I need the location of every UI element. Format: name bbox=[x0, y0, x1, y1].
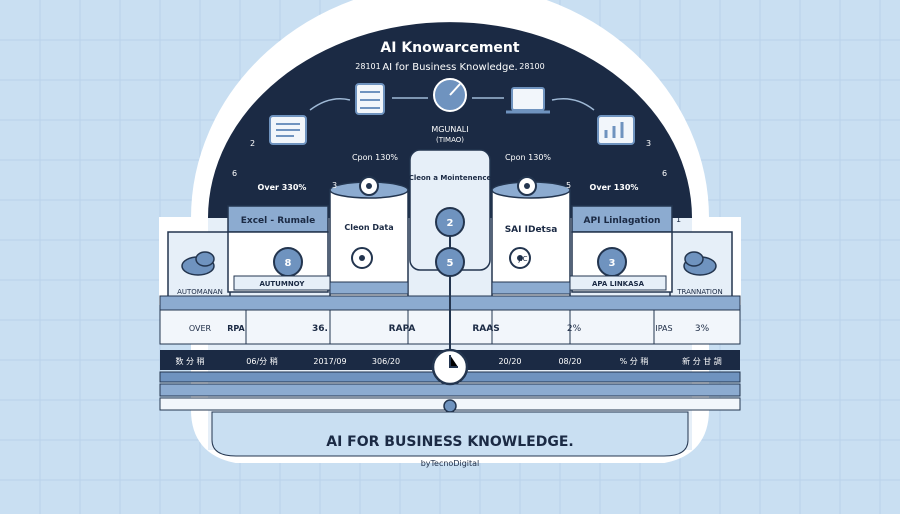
left-center-bar bbox=[329, 281, 409, 295]
right-module-number: 3 bbox=[609, 258, 616, 269]
number-label: 3 bbox=[646, 139, 651, 148]
left-module-title: Excel - Rumale bbox=[241, 216, 315, 226]
footer-byline: byTecnoDigital bbox=[421, 459, 480, 468]
top-caption: MGUNALI bbox=[431, 125, 468, 134]
lock-icon bbox=[443, 399, 457, 413]
timeline-band-2 bbox=[159, 383, 741, 397]
right-title-box bbox=[571, 205, 673, 233]
strip-pct-left: 36. bbox=[312, 324, 328, 334]
gear-icon bbox=[517, 176, 537, 196]
header-tag-right: 28100 bbox=[519, 62, 544, 71]
timeline-item: % 分 稍 bbox=[620, 356, 649, 366]
center-card-label: Cleon a Mointenence bbox=[409, 174, 492, 182]
header-subtitle: AI for Business Knowledge. bbox=[382, 62, 517, 73]
cloud-icon bbox=[683, 251, 717, 276]
monitor-icon bbox=[269, 115, 307, 145]
strip-over: OVER bbox=[189, 324, 212, 333]
left-title-box bbox=[227, 205, 329, 233]
timeline-item: 2017/09 bbox=[313, 357, 346, 366]
right-over: Over 130% bbox=[590, 183, 639, 192]
center-bottom-number: 5 bbox=[447, 258, 454, 269]
strip-dividers bbox=[245, 310, 655, 344]
right-api-title: API Linlagation bbox=[584, 216, 661, 226]
left-inner-label: Cleon Data bbox=[344, 223, 393, 232]
cloud-icon bbox=[181, 251, 215, 276]
center-top-number: 2 bbox=[447, 218, 454, 229]
strip-ipas: IPAS bbox=[655, 324, 672, 333]
gear-icon bbox=[359, 176, 379, 196]
number-label: 5 bbox=[566, 181, 571, 190]
timeline-item: 新 分 甘 調 bbox=[682, 356, 722, 366]
number-label: 2 bbox=[250, 139, 255, 148]
right-sub-label: APA LINKASA bbox=[592, 280, 645, 288]
number-label: 1 bbox=[676, 215, 681, 224]
strip-rpa-left: RPA bbox=[227, 324, 245, 333]
number-label: 6 bbox=[232, 169, 237, 178]
left-percent: Cpon 130% bbox=[352, 153, 398, 162]
left-over: Over 330% bbox=[258, 183, 307, 192]
number-label: 6 bbox=[662, 169, 667, 178]
right-inner-label: JIC bbox=[517, 255, 527, 263]
timeline-item: 08/20 bbox=[558, 357, 581, 366]
right-side-label: TRANNATION bbox=[676, 288, 722, 296]
right-center-bar bbox=[491, 281, 571, 295]
header-title: AI Knowarcement bbox=[380, 40, 519, 56]
footer-title: AI FOR BUSINESS KNOWLEDGE. bbox=[326, 434, 573, 450]
gauge-icon bbox=[433, 78, 467, 112]
dark-dome bbox=[208, 22, 692, 218]
timeline-item: 20/20 bbox=[498, 357, 521, 366]
dome-arrows bbox=[309, 97, 595, 111]
left-side-label: AUTOMANAN bbox=[177, 288, 223, 296]
left-module-number: 8 bbox=[285, 258, 292, 269]
strip-pct-far: 3% bbox=[695, 324, 710, 334]
clock-icon bbox=[431, 348, 469, 386]
timeline-labels: 数 分 稍 06/分 稍 2017/09 306/20 20/20 08/20 … bbox=[175, 356, 721, 366]
timeline-item: 306/20 bbox=[372, 357, 400, 366]
gear-icon bbox=[509, 247, 531, 269]
gear-icon bbox=[351, 247, 373, 269]
strip-raas: RAAS bbox=[472, 324, 499, 334]
strip-rpa-center: RAPA bbox=[389, 324, 416, 334]
right-module-title: SAI IDetsa bbox=[505, 225, 558, 235]
bar-chart-icon bbox=[597, 115, 635, 145]
strip-pct-right: 2% bbox=[567, 324, 582, 334]
timeline-item: 06/分 稍 bbox=[246, 356, 277, 366]
number-label: 3 bbox=[332, 181, 337, 190]
top-caption-sub: (TIMAO) bbox=[436, 136, 464, 144]
footer-panel bbox=[211, 411, 689, 457]
header-tag-left: 28101 bbox=[355, 62, 380, 71]
laptop-icon bbox=[506, 87, 550, 114]
database-icon bbox=[355, 83, 385, 115]
left-sub-label: AUTUMNOY bbox=[260, 280, 306, 288]
timeline-item: 数 分 稍 bbox=[175, 356, 204, 366]
right-percent: Cpon 130% bbox=[505, 153, 551, 162]
